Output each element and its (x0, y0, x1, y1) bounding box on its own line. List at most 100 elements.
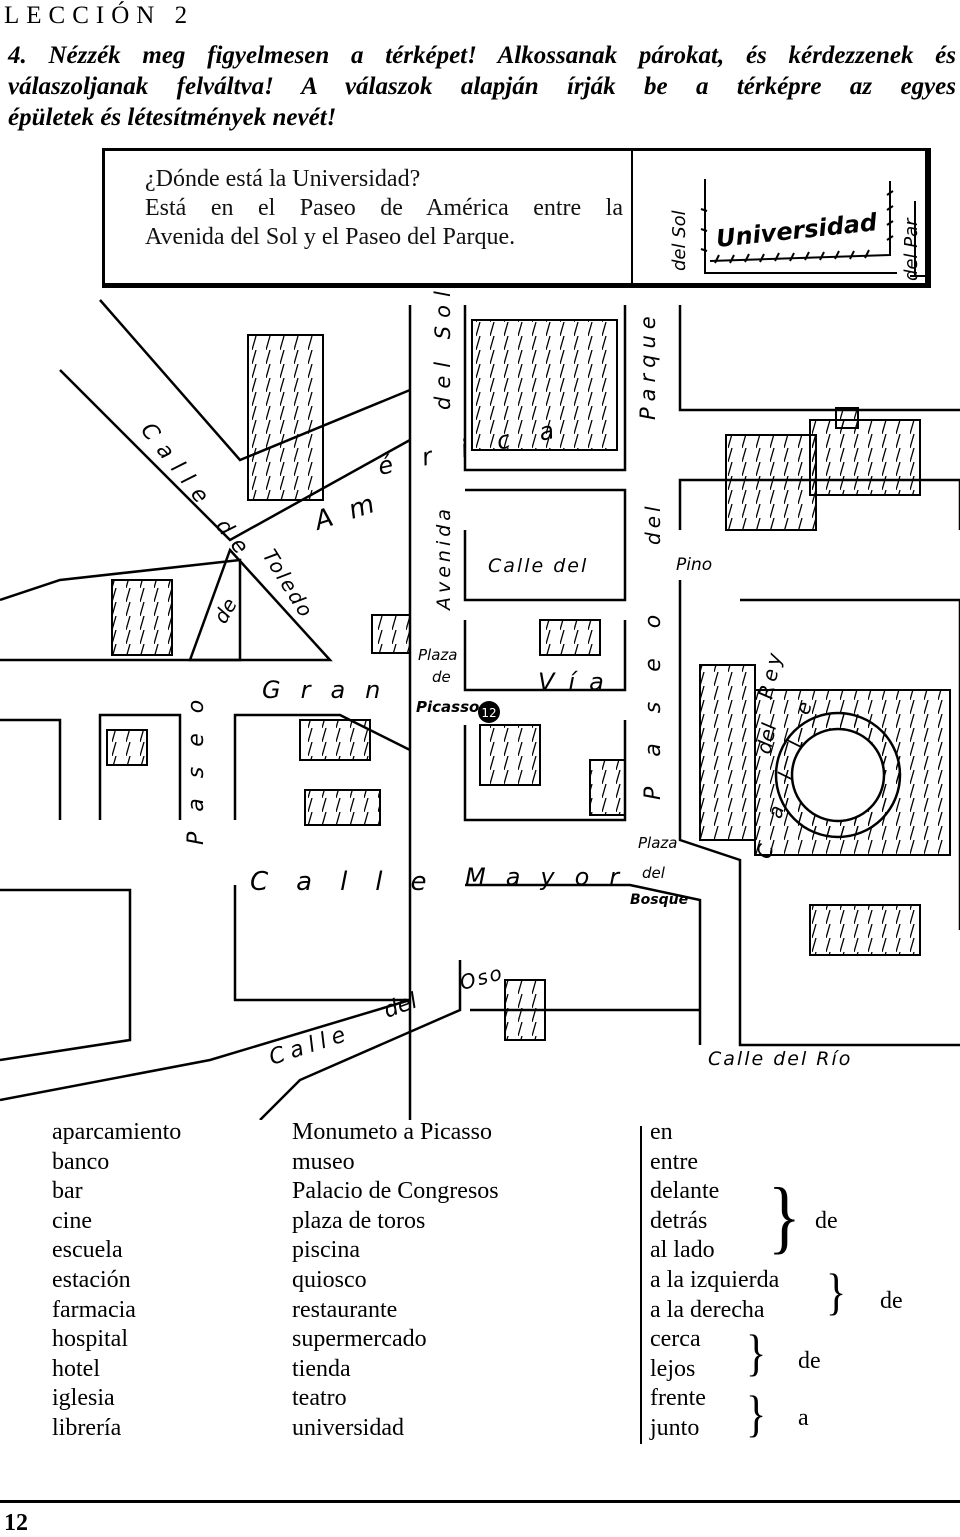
label-avenida-del-sol-b: del Sol (431, 290, 455, 410)
label-calle-de-toledo-b: Toledo (258, 545, 319, 623)
vocab-item: tienda (292, 1355, 351, 1382)
label-calle-del-oso-b: del (381, 989, 421, 1024)
vocab-item: quiosco (292, 1266, 367, 1293)
label-plaza-picasso-1: Plaza (418, 646, 457, 664)
example-sketch: del Sol Universidad del Par (669, 179, 925, 281)
page-number: 12 (4, 1510, 28, 1536)
brace-icon: } (746, 1326, 767, 1382)
building-block-7 (371, 614, 411, 654)
vocab-item: en (650, 1119, 673, 1145)
building-block-1 (247, 334, 324, 501)
vocab-item: banco (52, 1148, 110, 1175)
bullring-inner (790, 727, 886, 823)
prepositions-divider (640, 1126, 642, 1444)
lesson-header: LECCIÓN 2 (4, 2, 195, 29)
vocab-item: delante (650, 1178, 720, 1205)
vocab-item: Palacio de Congresos (292, 1178, 499, 1205)
vocab-item: Monumeto a Picasso (292, 1119, 492, 1145)
label-paseo-del-parque-a: Parque (636, 310, 660, 420)
sketch-label-right-street: del Par (901, 217, 922, 281)
street-map: 12 Calle de Toledo Am érica Avenida del … (0, 290, 960, 1120)
exercise-instructions: 4. Nézzék meg figyelmesen a térképet! Al… (8, 40, 956, 133)
vocab-item: teatro (292, 1385, 347, 1412)
building-block-10 (299, 719, 371, 761)
instruction-line-3: épületek és létesítmények nevét! (8, 104, 337, 131)
vocab-item: plaza de toros (292, 1207, 426, 1234)
label-avenida-del-sol-a: Avenida (433, 505, 455, 612)
building-block-17 (589, 759, 626, 816)
vocab-item: al lado (650, 1237, 715, 1264)
vocab-item: a la izquierda (650, 1266, 780, 1293)
example-answer-line-2: Avenida del Sol y el Paseo del Parque. (145, 224, 516, 250)
vocab-item: restaurante (292, 1296, 398, 1323)
vocab-item: a la derecha (650, 1296, 765, 1323)
building-block-16 (504, 979, 546, 1041)
label-calle-del-pino-b: Pino (676, 555, 712, 575)
building-block-5 (835, 407, 859, 429)
label-paseo-de-b: Paseo (184, 680, 209, 845)
vocab-item: museo (292, 1148, 355, 1175)
label-plaza-picasso-3: Picasso (416, 698, 479, 716)
building-block-4 (809, 419, 921, 496)
label-plaza-bosque-1: Plaza (638, 834, 677, 852)
vocab-item: detrás (650, 1207, 708, 1234)
brace-label: de (880, 1288, 903, 1314)
sketch-label-building: Universidad (715, 208, 879, 253)
vocab-item: universidad (292, 1414, 404, 1441)
brace-label: de (798, 1348, 821, 1374)
vocab-item: piscina (292, 1237, 360, 1264)
vocab-item: frente (650, 1385, 706, 1412)
vocab-item: bar (52, 1178, 83, 1205)
label-plaza-bosque-2: del (642, 864, 666, 882)
vocab-prepositions-column: en entre delante detrás al lado a la izq… (650, 1118, 779, 1444)
vocab-buildings-column-1: aparcamiento banco bar cine escuela esta… (52, 1118, 181, 1444)
vocab-item: junto (650, 1414, 700, 1441)
vocab-item: lejos (650, 1355, 696, 1382)
vocab-item: estación (52, 1266, 131, 1293)
example-text: ¿Dónde está la Universidad? Está en el P… (145, 165, 623, 252)
building-block-11 (304, 789, 381, 826)
label-calle-de-toledo-a: Calle de (135, 418, 259, 567)
label-calle-del-pino-a: Calle del (488, 555, 588, 577)
vocab-item: cerca (650, 1326, 701, 1353)
instruction-line-1: 4. Nézzék meg figyelmesen a térképet! Al… (8, 42, 956, 69)
example-answer-line-1: Está en el Paseo de América entre la (145, 195, 623, 221)
instruction-line-2: válaszoljanak felváltva! A válaszok alap… (8, 73, 956, 100)
building-block-13 (699, 664, 756, 841)
label-gran-via-a: Gran (262, 676, 400, 704)
vocab-item: hospital (52, 1326, 128, 1353)
sketch-label-left-street: del Sol (669, 210, 690, 271)
vocab-item: entre (650, 1148, 698, 1175)
picasso-monument-marker: 12 (478, 701, 500, 723)
vocab-item: supermercado (292, 1326, 427, 1353)
vocab-item: escuela (52, 1237, 123, 1264)
label-calle-mayor-b: Mayor (465, 863, 639, 891)
brace-icon: } (768, 1170, 801, 1262)
example-box: ¿Dónde está la Universidad? Está en el P… (102, 148, 931, 288)
label-calle-del-rio: Calle del Río (708, 1048, 852, 1070)
label-calle-mayor-a: Calle (250, 867, 455, 897)
vocab-item: aparcamiento (52, 1119, 182, 1145)
building-block-3 (725, 434, 817, 531)
building-block-2 (471, 319, 618, 451)
vocab-item: farmacia (52, 1296, 136, 1323)
label-plaza-picasso-2: de (432, 668, 451, 686)
building-block-15 (809, 904, 921, 956)
vocab-item: iglesia (52, 1385, 115, 1412)
vocab-buildings-column-2: Monumeto a Picasso museo Palacio de Cong… (292, 1118, 499, 1444)
brace-icon: } (746, 1387, 767, 1443)
label-calle-del-oso-a: Oso (457, 960, 506, 995)
label-paseo-del-parque-c: Paseo (641, 585, 666, 800)
building-block-8 (539, 619, 601, 656)
building-block-12 (479, 724, 541, 786)
vocab-item: hotel (52, 1355, 100, 1382)
vocab-item: cine (52, 1207, 92, 1234)
example-question: ¿Dónde está la Universidad? (145, 166, 421, 192)
footer-rule (0, 1500, 960, 1503)
building-block-6 (111, 579, 173, 656)
label-plaza-bosque-3: Bosque (630, 892, 688, 908)
building-block-9 (106, 729, 148, 766)
picasso-monument-number: 12 (481, 706, 496, 720)
label-gran-via-b: Vía (538, 668, 618, 696)
brace-label: de (815, 1208, 838, 1234)
